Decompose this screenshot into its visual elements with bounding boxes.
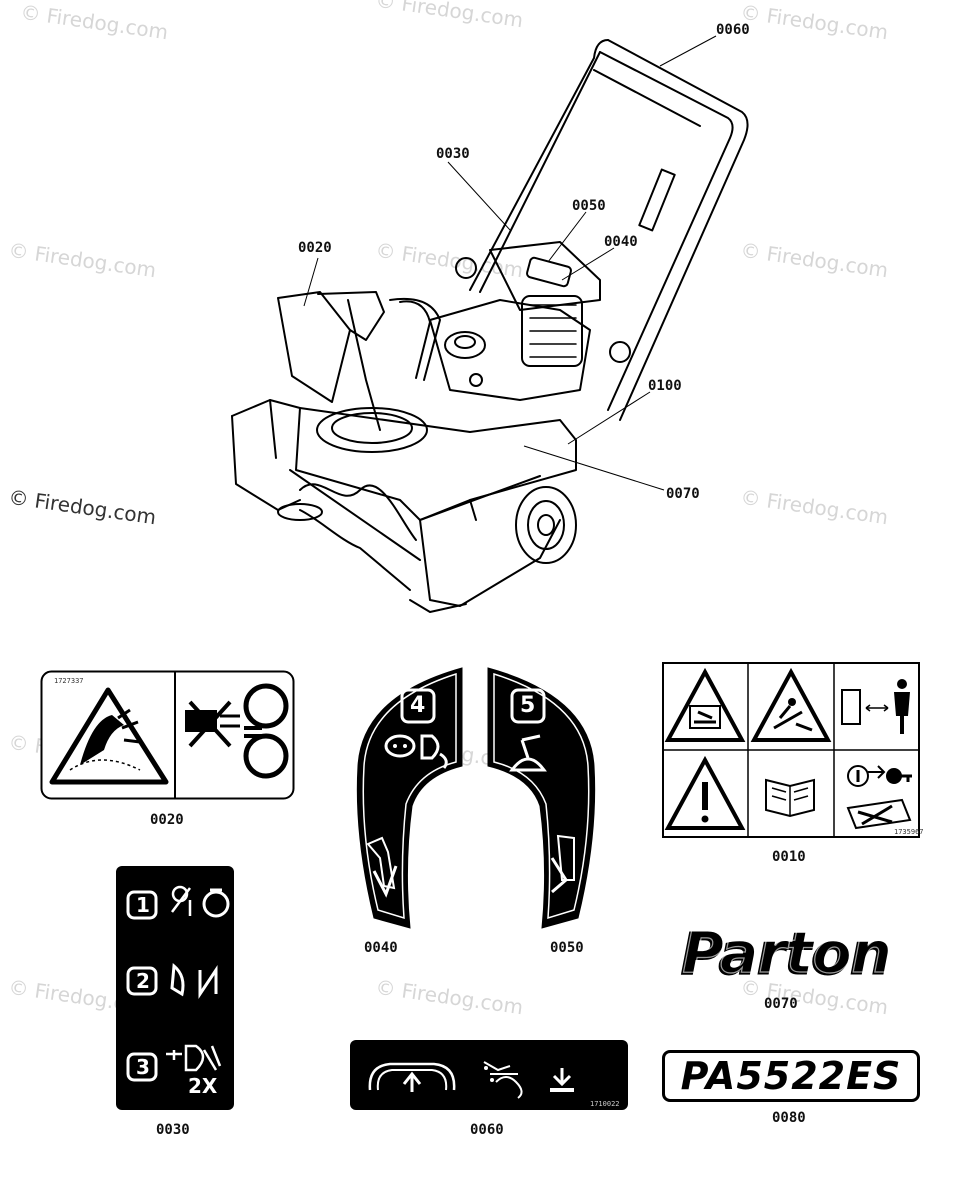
decal-caption: 0060 [470, 1122, 504, 1138]
svg-text:Parton: Parton [680, 920, 889, 988]
sequence-number: 5 [520, 693, 536, 718]
sequence-number: 4 [410, 693, 426, 718]
callout-label: 0020 [298, 240, 332, 256]
safety-warning-decal [662, 662, 920, 838]
callout-label: 0040 [604, 234, 638, 250]
step-number: 1 [136, 893, 150, 917]
step-number: 3 [136, 1055, 150, 1079]
callout-label: 0070 [666, 486, 700, 502]
model-number-decal: PA5522ES [662, 1050, 920, 1102]
part-number: 1727337 [54, 677, 84, 685]
decal-caption: 0040 [364, 940, 398, 956]
chute-side-decal-right [487, 667, 596, 929]
brand-logo-decal: Parton Parton [680, 920, 894, 989]
decal-caption: 0070 [764, 996, 798, 1012]
repeat-count: 2X [188, 1074, 218, 1098]
decal-caption: 0080 [772, 1110, 806, 1126]
callout-label: 0050 [572, 198, 606, 214]
callout-label: 0060 [716, 22, 750, 38]
decal-caption: 0010 [772, 849, 806, 865]
starting-instructions-decal [116, 866, 234, 1110]
svg-text:Parton: Parton [682, 920, 891, 986]
part-number: 1710022 [590, 1100, 620, 1108]
decal-caption: 0030 [156, 1122, 190, 1138]
chute-warning-decal [40, 670, 295, 800]
snow-thrower-illustration [231, 35, 749, 613]
callout-label: 0100 [648, 378, 682, 394]
decal-caption: 0050 [550, 940, 584, 956]
chute-side-decal-left [356, 667, 463, 929]
handle-control-decal [350, 1040, 628, 1110]
callout-label: 0030 [436, 146, 470, 162]
decal-caption: 0020 [150, 812, 184, 828]
watermark: © Firedog.com [374, 974, 525, 1020]
step-number: 2 [136, 969, 150, 993]
part-number: 1735967 [894, 828, 924, 836]
